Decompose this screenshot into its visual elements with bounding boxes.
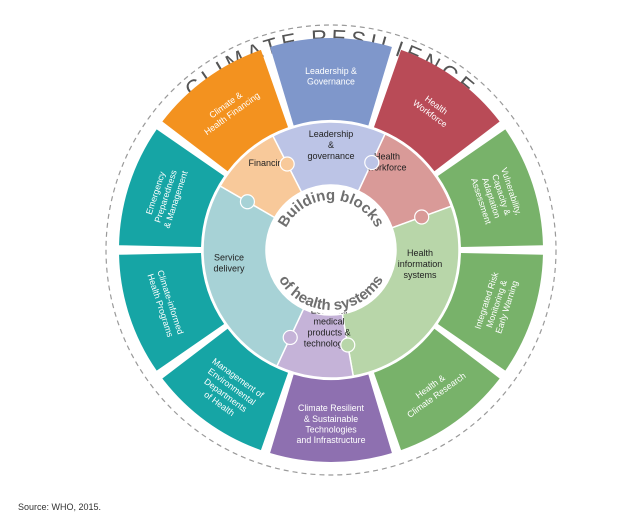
outer-segment-integrated-risk-monitoring-and-early-warning: Integrated RiskMonitoring &Early Warning — [437, 252, 543, 371]
outer-segment-climate-and-health-financing: Climate &Health Financing — [162, 49, 289, 172]
outer-segment-health-and-climate-research: Health &Climate Research — [373, 328, 500, 451]
puzzle-tab — [340, 337, 356, 353]
outer-segment-management-of-environmental-departments-of-health: Management ofEnvironmentalDepartmentsof … — [162, 328, 289, 451]
building-block-financing: Financing — [219, 134, 303, 219]
source-note: Source: WHO, 2015. — [18, 502, 102, 512]
puzzle-tab — [364, 154, 380, 171]
building-block-label: Financing — [248, 158, 287, 168]
dashed-outer-ring — [105, 24, 557, 476]
puzzle-tab — [282, 329, 298, 346]
center-hub — [267, 186, 395, 314]
puzzle-tab — [414, 209, 430, 225]
outer-segment-emergency-preparedness-and-management: EmergencyPreparedness& Management — [119, 129, 225, 248]
outer-segment-label: Leadership &Governance — [305, 66, 357, 87]
puzzle-tab — [239, 194, 256, 210]
building-block-label: Leadership&governance — [307, 129, 354, 161]
outer-segment-leadership-and-governance: Leadership &Governance — [270, 37, 392, 126]
puzzle-tab — [279, 156, 295, 172]
outer-segment-health-workforce: HealthWorkforce — [373, 49, 500, 172]
outer-segment-vulnerability-capacity-and-adaptation-assessment: Vulnerability,Capacity &AdaptationAssess… — [437, 129, 543, 248]
outer-segment-climate-informed-health-programs: Climate-informedHealth Programs — [119, 252, 225, 371]
